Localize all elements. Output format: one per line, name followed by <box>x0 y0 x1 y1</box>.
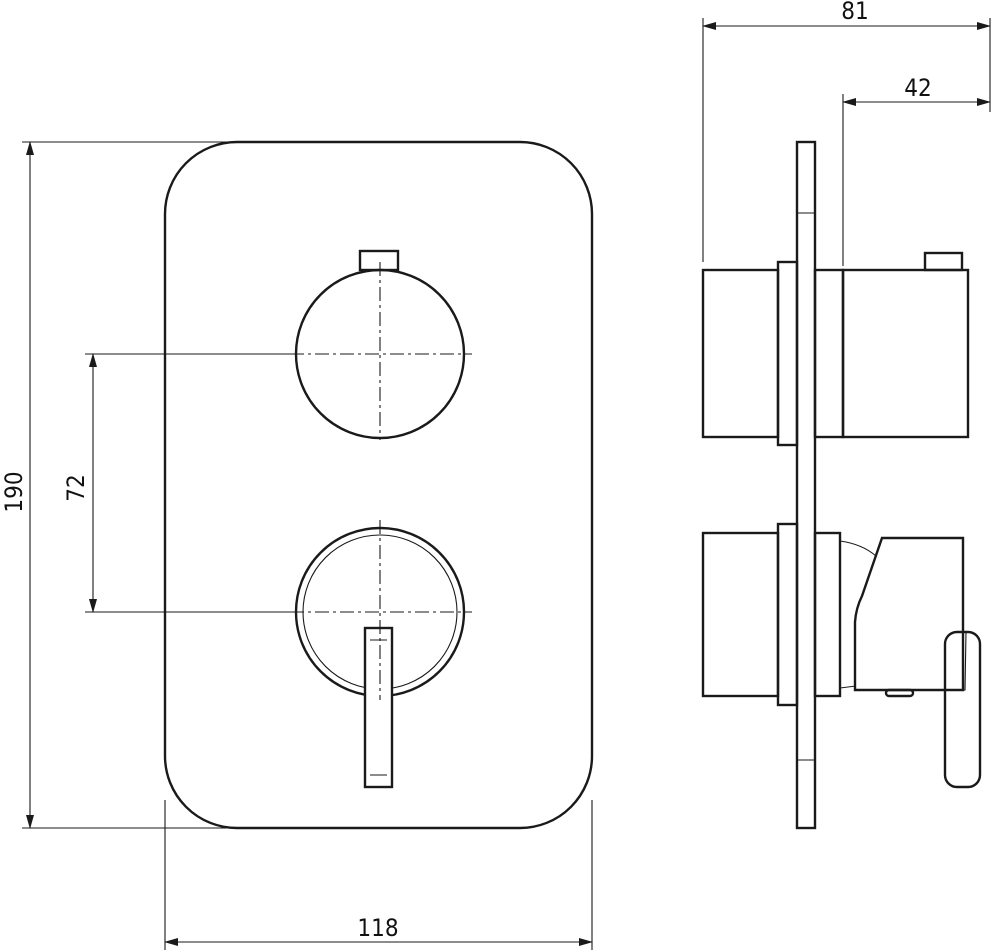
dimension-knob-spacing: 72 <box>62 353 290 613</box>
bottom-flange <box>776 522 799 707</box>
top-knob-indicator <box>358 249 400 272</box>
top-knob-side <box>841 268 970 439</box>
dimension-label-height: 190 <box>0 471 28 512</box>
dimension-height: 190 <box>0 141 240 829</box>
dimension-label-width: 118 <box>357 914 398 942</box>
dimension-label-spacing: 72 <box>62 474 90 501</box>
front-view <box>163 140 594 830</box>
dimension-width: 118 <box>164 800 593 950</box>
cover-plate <box>163 140 594 830</box>
top-indicator-side <box>923 251 964 272</box>
bottom-knob-side <box>853 536 965 692</box>
lever-side <box>943 630 982 789</box>
dimension-projection: 42 <box>842 74 991 266</box>
lever-handle <box>363 626 394 789</box>
dimension-label-depth: 81 <box>841 0 868 25</box>
top-body <box>701 268 780 439</box>
dimension-label-projection: 42 <box>904 74 931 102</box>
plate-edge <box>795 140 817 830</box>
bottom-body <box>701 531 780 698</box>
dimension-depth: 81 <box>702 0 991 262</box>
side-view <box>701 140 982 830</box>
top-flange <box>776 260 799 447</box>
